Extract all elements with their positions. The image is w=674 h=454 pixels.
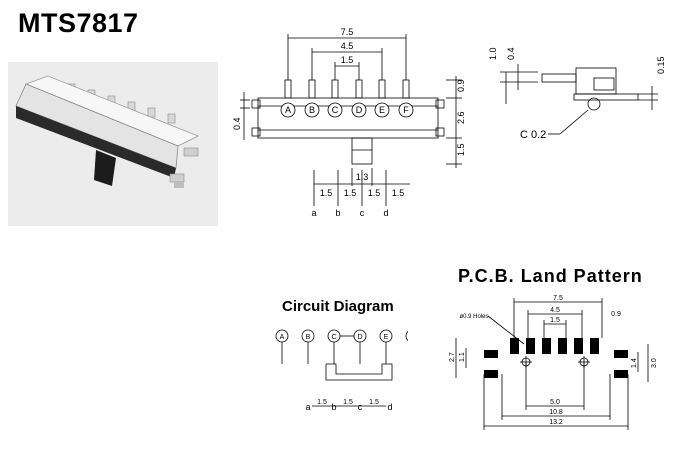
dim-label: 1.5 xyxy=(456,143,466,156)
dim-label: 1.1 xyxy=(459,352,466,362)
pin-label: A xyxy=(285,105,291,115)
position-label: b xyxy=(331,402,336,412)
dim-label: 0.9 xyxy=(456,79,466,92)
holes-label: ø0.9 Holes xyxy=(459,314,488,320)
dim-label: 0.9 xyxy=(611,311,621,318)
top-view-drawing: A B C D E F 7.5 4.5 1.5 1.3 1.5 1.5 1.5 … xyxy=(232,27,466,218)
dim-label: 0.4 xyxy=(506,47,516,60)
dim-label: 2.7 xyxy=(449,352,456,362)
pin-label: C xyxy=(331,334,336,341)
position-label: a xyxy=(305,402,310,412)
pin-label: D xyxy=(357,334,362,341)
position-label: b xyxy=(335,208,340,218)
dim-label: 5.0 xyxy=(550,399,560,406)
side-view-drawing: 1.0 0.4 0.15 C 0.2 xyxy=(488,47,666,141)
circuit-diagram-title: Circuit Diagram xyxy=(282,298,394,315)
pin-label: E xyxy=(384,334,389,341)
dim-label: 10.8 xyxy=(549,409,563,416)
dim-label: 1.4 xyxy=(631,358,638,368)
dim-label: 1.0 xyxy=(488,47,498,60)
pin-label: C xyxy=(332,105,339,115)
position-label: c xyxy=(360,208,365,218)
dim-label: 1.5 xyxy=(344,188,357,198)
circuit-diagram: A B C D E F 1.5 1.5 1.5 a b c d xyxy=(275,329,408,412)
position-label: d xyxy=(383,208,388,218)
chamfer-label: C 0.2 xyxy=(520,129,546,141)
dim-label: 7.5 xyxy=(553,295,563,302)
dim-label: 7.5 xyxy=(341,27,354,37)
dim-label: 4.5 xyxy=(341,41,354,51)
dim-label: 1.5 xyxy=(317,399,327,406)
dim-label: 1.5 xyxy=(368,188,381,198)
pin-label: B xyxy=(309,105,315,115)
position-label: a xyxy=(311,208,316,218)
product-title: MTS7817 xyxy=(18,8,139,38)
dim-label: 13.2 xyxy=(549,419,563,426)
dim-label: 1.5 xyxy=(550,317,560,324)
dim-label: 1.5 xyxy=(320,188,333,198)
dim-label: 3.0 xyxy=(651,358,658,368)
pin-label: F xyxy=(403,105,409,115)
dim-label: 4.5 xyxy=(550,307,560,314)
dim-label: 1.5 xyxy=(343,399,353,406)
dim-label: 1.3 xyxy=(356,172,369,182)
pcb-land-pattern-title: P.C.B. Land Pattern xyxy=(458,266,643,286)
pin-label: A xyxy=(280,334,285,341)
pin-label: D xyxy=(356,105,363,115)
pcb-land-pattern: 7.5 4.5 1.5 0.9 5.0 10.8 13.2 ø0.9 Holes… xyxy=(449,295,658,430)
dim-label: 0.4 xyxy=(232,117,242,130)
product-photo xyxy=(8,62,218,226)
position-label: c xyxy=(358,402,363,412)
dim-label: 0.15 xyxy=(656,56,666,74)
dim-label: 1.5 xyxy=(369,399,379,406)
dim-label: 2.6 xyxy=(456,111,466,124)
dim-label: 1.5 xyxy=(341,55,354,65)
dim-label: 1.5 xyxy=(392,188,405,198)
pin-label: B xyxy=(306,334,311,341)
position-label: d xyxy=(387,402,392,412)
pin-label: E xyxy=(379,105,385,115)
